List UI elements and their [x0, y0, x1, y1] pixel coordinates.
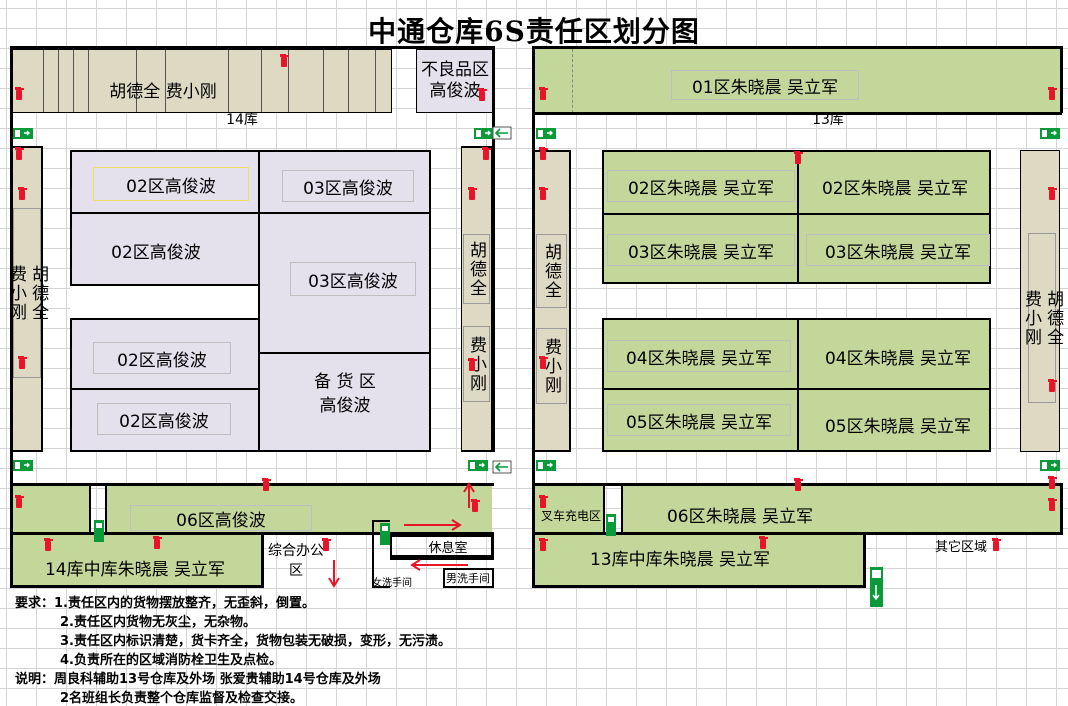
- zone-13-05b: 05区朱晓晨 吴立军: [824, 416, 972, 437]
- forklift-zone: [535, 486, 603, 532]
- emergency-exit-icon: [535, 127, 557, 140]
- emergency-exit-icon: [12, 459, 34, 472]
- zone-14-02c: 02区高俊波: [93, 342, 231, 374]
- explanation-1: 说明：周良科辅助13号仓库及外场 张爱贵辅助14号仓库及外场: [15, 672, 381, 687]
- lounge-label: 休息室: [428, 540, 468, 556]
- page-title: 中通仓库6S责任区划分图: [368, 15, 700, 48]
- zone-14-02b: 02区高俊波: [111, 242, 201, 263]
- zone-14-02a: 02区高俊波: [93, 167, 249, 201]
- zone-14-06-label: 06区高俊波: [130, 505, 312, 531]
- zone-13-06: [622, 486, 1060, 532]
- zone-14-top: 胡德全 费小刚: [12, 49, 392, 113]
- zone-13-06-label: 06区朱晓晨 吴立军: [666, 507, 814, 528]
- column-13-right: 胡德全 费小刚: [1020, 150, 1063, 452]
- emergency-exit-icon: [473, 127, 495, 140]
- column-13-left: 胡德全 费小刚: [533, 150, 571, 452]
- zone-14-middle-label: 14库中库朱晓晨 吴立军: [44, 560, 226, 581]
- emergency-exit-icon: [1039, 459, 1061, 472]
- reserve-zone-owner: 高俊波: [319, 396, 371, 417]
- zone-14-middle: [12, 535, 262, 585]
- zone-13-top: [535, 49, 1060, 113]
- women-restroom-label: 女洗手间: [372, 577, 412, 589]
- requirement-4: 4.负责所在的区域消防栓卫生及点检。: [60, 653, 282, 668]
- requirement-3: 3.责任区内标识清楚，货卡齐全，货物包装无破损，变形，无污渍。: [60, 634, 451, 649]
- zone-13-01: 01区朱晓晨 吴立军: [671, 70, 859, 100]
- column-14-left: 胡德全 费小刚: [6, 146, 48, 452]
- requirement-1: 要求：1.责任区内的货物摆放整齐，无歪斜，倒置。: [15, 596, 315, 611]
- emergency-exit-icon: [467, 459, 489, 472]
- zone-13-04b: 04区朱晓晨 吴立军: [824, 348, 972, 369]
- zone-14-03b: 03区高俊波: [290, 262, 416, 296]
- column-14-right: 胡德全 费小刚: [461, 146, 493, 452]
- zone-14-03a: 03区高俊波: [282, 170, 414, 202]
- requirement-2: 2.责任区内货物无灰尘，无杂物。: [60, 615, 256, 630]
- zone-13-02a: 02区朱晓晨 吴立军: [607, 170, 795, 202]
- direction-arrow-icon: [328, 560, 340, 588]
- direction-arrow-icon: [492, 126, 512, 140]
- office-zone: 综合办公区: [268, 543, 324, 579]
- zone-13-05a: 05区朱晓晨 吴立军: [607, 404, 791, 436]
- other-zone-label: 其它区域: [934, 539, 987, 555]
- column-13-left-label-a: 胡德全: [541, 242, 561, 300]
- emergency-exit-icon: [535, 459, 557, 472]
- column-13-right-label: 胡德全 费小刚: [1021, 289, 1064, 347]
- emergency-exit-icon: [12, 127, 34, 140]
- zone-13-middle-label: 13库中库朱晓晨 吴立军: [589, 550, 771, 571]
- column-13-left-label-b: 费小刚: [541, 337, 561, 395]
- wall: [10, 46, 494, 49]
- column-14-right-label-a: 胡德全: [466, 240, 486, 298]
- zone-13-03b: 03区朱晓晨 吴立军: [806, 234, 990, 266]
- reserve-zone-label: 备 货 区: [314, 372, 376, 393]
- emergency-exit-icon: [870, 567, 883, 607]
- direction-arrow-icon: [492, 460, 512, 474]
- warehouse-13-label: 13库: [812, 112, 844, 129]
- zone-13-04a: 04区朱晓晨 吴立军: [607, 340, 791, 372]
- warehouse-14-label: 14库: [226, 112, 258, 129]
- defective-zone: 不良品区 高俊波: [416, 49, 494, 113]
- forklift-zone-label: 叉车充电区: [540, 508, 601, 523]
- explanation-2: 2名班组长负责整个仓库监督及检查交接。: [60, 691, 304, 706]
- zone-13-02b: 02区朱晓晨 吴立军: [821, 178, 969, 199]
- men-restroom: [443, 568, 494, 588]
- zone-13-03a: 03区朱晓晨 吴立军: [607, 234, 795, 266]
- zone-14-top-label: 胡德全 费小刚: [109, 81, 217, 102]
- men-restroom-label: 男洗手间: [446, 572, 490, 586]
- zone-14-06-left: [12, 486, 90, 532]
- zone-14-02d: 02区高俊波: [97, 403, 231, 435]
- zone-13-middle: [535, 535, 864, 585]
- emergency-exit-icon: [1039, 127, 1061, 140]
- lounge: [390, 535, 494, 557]
- column-14-right-label-b: 费小刚: [466, 335, 486, 393]
